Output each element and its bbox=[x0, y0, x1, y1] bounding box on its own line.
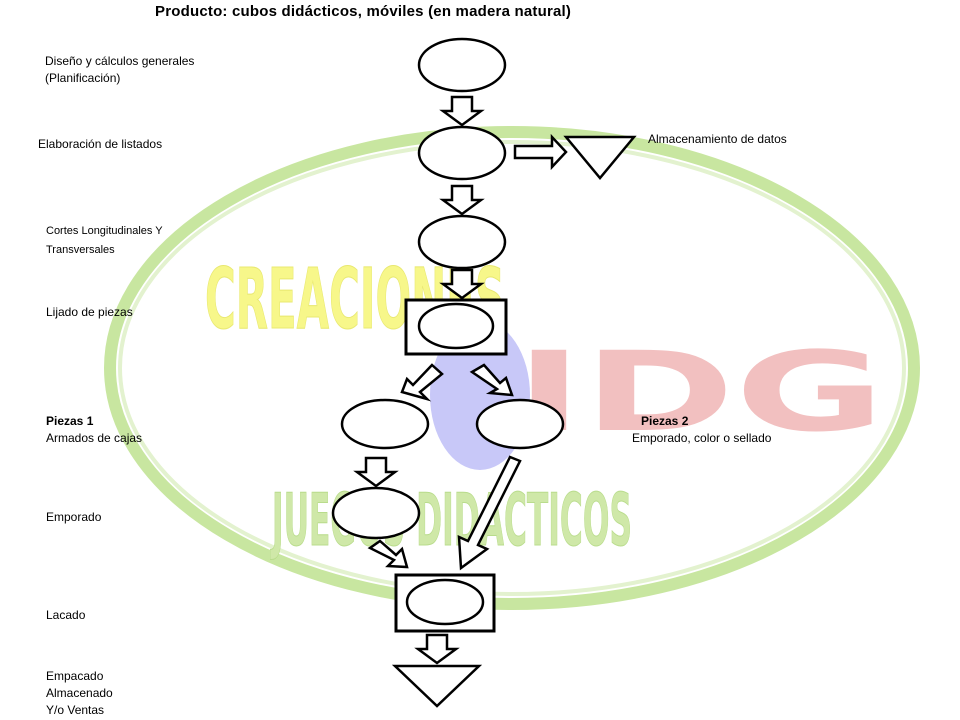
label-lijado: Lijado de piezas bbox=[46, 305, 133, 319]
operation-listados bbox=[417, 125, 507, 181]
watermark-juegos: JUEGOS DIDACTICOS bbox=[270, 478, 632, 562]
label-almacenamiento: Almacenamiento de datos bbox=[648, 132, 787, 146]
watermark-logo: CREACIONES IDG JUEGOS DIDACTICOS bbox=[104, 126, 920, 610]
label-cortes-line1: Cortes Longitudinales Y bbox=[46, 225, 163, 237]
operation-piezas2 bbox=[475, 398, 565, 450]
label-design: Diseño y cálculos generales (Planificaci… bbox=[45, 53, 194, 87]
label-listados: Elaboración de listados bbox=[38, 137, 163, 151]
label-final: Empacado Almacenado Y/o Ventas bbox=[46, 668, 113, 719]
label-cortes-line2: Transversales bbox=[46, 244, 115, 256]
transport-arrow-storage bbox=[513, 133, 568, 171]
transport-arrow-5 bbox=[416, 633, 458, 665]
label-piezas1-sub: Armados de cajas bbox=[46, 431, 143, 445]
storage-final-triangle bbox=[391, 664, 483, 708]
operation-cortes bbox=[417, 214, 507, 270]
watermark-ring-inner bbox=[118, 140, 906, 596]
operation-piezas1 bbox=[340, 398, 430, 450]
operation-emporado bbox=[331, 486, 421, 540]
operation-lijado bbox=[417, 302, 495, 350]
transport-arrow-2 bbox=[441, 184, 483, 216]
label-piezas2-title: Piezas 2 bbox=[641, 414, 689, 428]
label-final-line3: Y/o Ventas bbox=[46, 703, 105, 717]
label-cortes: Cortes Longitudinales Y Transversales bbox=[46, 222, 163, 260]
label-final-line2: Almacenado bbox=[46, 686, 113, 700]
transport-arrow-1 bbox=[441, 95, 483, 127]
transport-arrow-emporado-lacado bbox=[367, 539, 409, 569]
label-piezas2-sub: Emporado, color o sellado bbox=[632, 431, 772, 445]
transport-arrow-right-diag bbox=[469, 363, 514, 397]
label-design-line1: Diseño y cálculos generales bbox=[45, 54, 195, 68]
page-title: Producto: cubos didácticos, móviles (en … bbox=[155, 3, 572, 20]
transport-arrow-left-diag bbox=[400, 363, 444, 402]
label-emporado: Emporado bbox=[46, 510, 102, 524]
label-lacado: Lacado bbox=[46, 608, 86, 622]
storage-data-triangle bbox=[563, 135, 637, 180]
operation-lacado bbox=[405, 578, 485, 626]
operation-design bbox=[417, 37, 507, 93]
transport-arrow-long-diag bbox=[457, 455, 522, 571]
label-design-line2: (Planificación) bbox=[45, 71, 121, 85]
label-piezas1-title: Piezas 1 bbox=[46, 414, 94, 428]
label-piezas1: Piezas 1 Armados de cajas bbox=[46, 413, 142, 447]
label-piezas2: Piezas 2 Emporado, color o sellado bbox=[632, 413, 771, 447]
watermark-ring-outer bbox=[104, 126, 920, 610]
watermark-idg: IDG bbox=[515, 328, 885, 456]
label-final-line1: Empacado bbox=[46, 669, 104, 683]
